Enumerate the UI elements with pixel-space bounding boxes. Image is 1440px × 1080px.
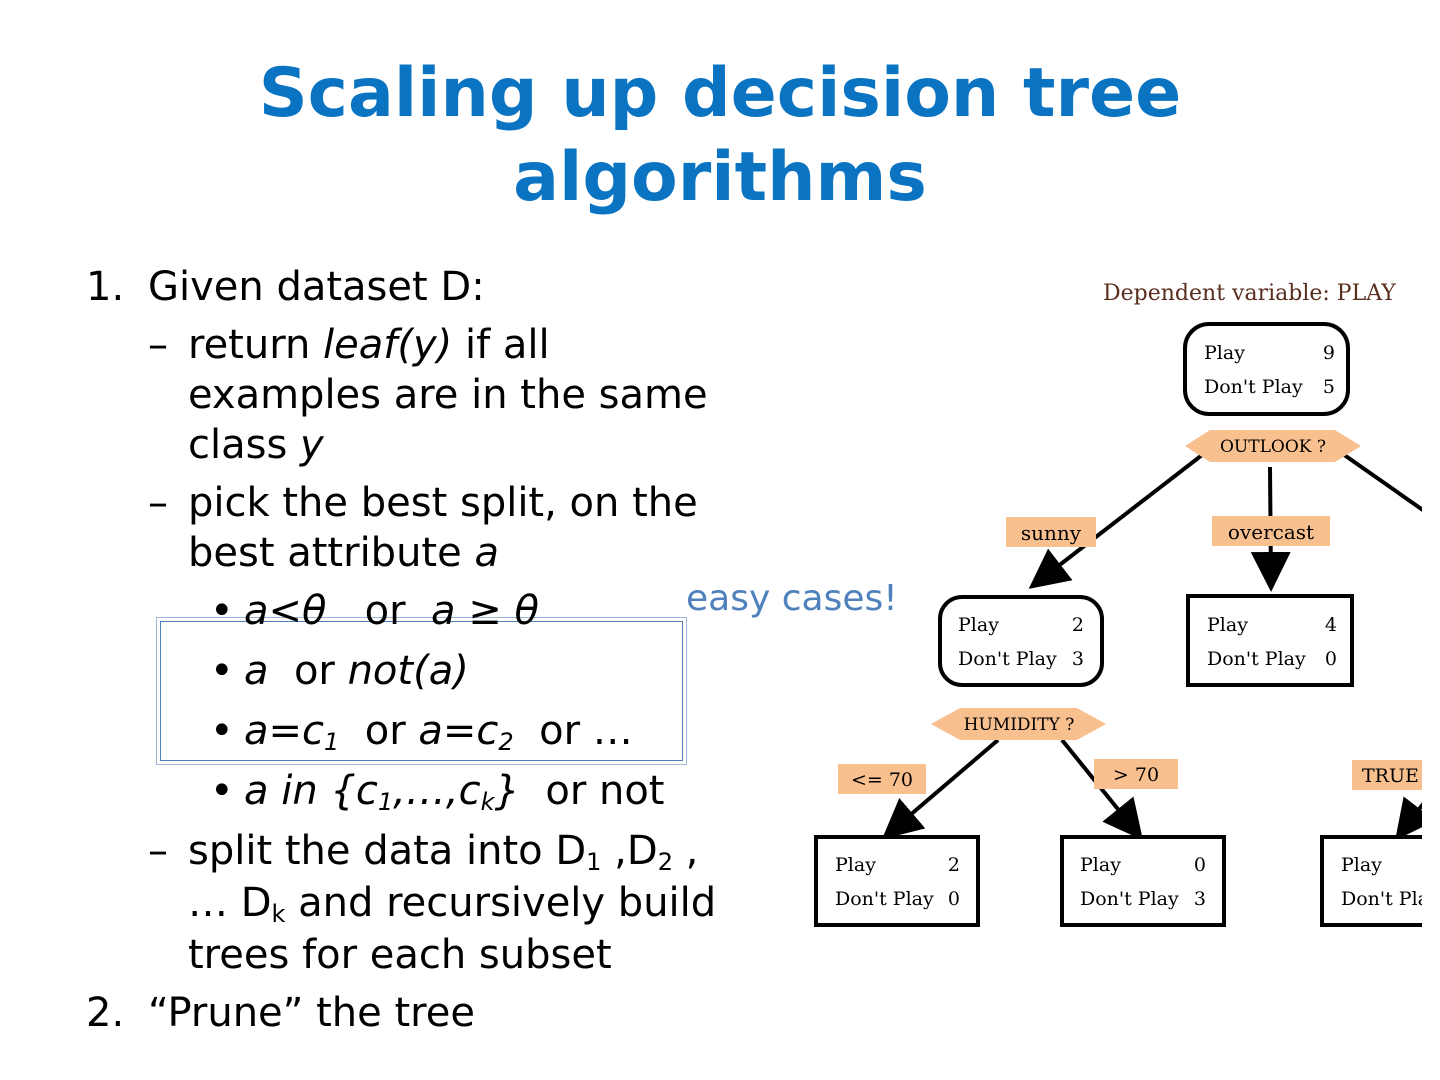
svg-text:<= 70: <= 70 [851,769,913,791]
edge-label-le70: <= 70 [838,764,926,794]
node-sunny: Play 2 Don't Play 3 [938,595,1104,687]
node-root: Play 9 Don't Play 5 [1183,322,1350,416]
split-option-boolean: a or not(a) [244,648,469,694]
svg-text:9: 9 [1323,342,1335,364]
node-overcast: Play 4 Don't Play 0 [1186,594,1354,687]
svg-text:3: 3 [1072,648,1084,670]
svg-text:Don't Play: Don't Play [835,888,934,910]
edge-windy-true [1395,796,1422,841]
sub-item-1-line-3: class y [188,422,324,468]
edge-label-sunny: sunny [1006,517,1096,547]
tree-heading: Dependent variable: PLAY [1103,281,1396,306]
svg-text:2: 2 [1072,614,1084,636]
edge-label-gt70: > 70 [1094,759,1178,789]
leaf-le70: Play 2 Don't Play 0 [814,835,980,927]
edge-outlook-rainy [1328,443,1422,512]
svg-text:0: 0 [1325,648,1337,670]
leaf-true: Play Don't Play [1320,835,1422,927]
slide-title-line-1: Scaling up decision tree [258,54,1182,133]
dash-marker-2: – [148,480,168,526]
leaf-gt70: Play 0 Don't Play 3 [1060,835,1226,927]
svg-text:Don't Play: Don't Play [958,648,1057,670]
svg-text:> 70: > 70 [1113,764,1159,786]
list-item-1-text: Given dataset D: [148,264,485,310]
list-number-2: 2. [86,990,125,1036]
sub-item-3-line-1: split the data into D1 ,D2 , [188,828,699,876]
sub-item-2-line-1: pick the best split, on the [188,480,698,526]
split-option-set: a in {c1,…,ck} or not [244,768,665,816]
decision-outlook: OUTLOOK ? [1185,430,1361,462]
sub-item-3-line-2: … Dk and recursively build [188,880,717,928]
slide-title-line-2: algorithms [513,138,927,217]
svg-text:5: 5 [1323,376,1335,398]
sub-item-2-line-2: best attribute a [188,530,499,576]
sub-item-1-line-2: examples are in the same [188,372,708,418]
decision-humidity: HUMIDITY ? [931,708,1106,740]
list-item-2-text: “Prune” the tree [148,990,475,1036]
svg-text:Don't Play: Don't Play [1341,888,1422,910]
svg-text:4: 4 [1325,614,1337,636]
svg-text:0: 0 [948,888,960,910]
svg-text:Play: Play [1341,854,1382,876]
svg-text:overcast: overcast [1228,520,1314,544]
svg-text:3: 3 [1194,888,1206,910]
svg-text:HUMIDITY ?: HUMIDITY ? [964,715,1075,735]
dash-marker-1: – [148,322,168,368]
sub-item-1-line-1: return leaf(y) if all [188,322,550,368]
easy-cases-callout: easy cases! [686,578,898,619]
bullet-4: • [210,768,234,814]
split-option-threshold: a<θ or a ≥ θ [244,588,539,634]
split-option-equality: a=c1 or a=c2 or … [244,708,633,756]
svg-text:TRUE: TRUE [1362,765,1419,787]
bullet-1: • [210,588,234,634]
slide-title: Scaling up decision tree algorithms [0,52,1440,220]
edge-label-overcast: overcast [1212,516,1330,546]
bullet-2: • [210,648,234,694]
svg-text:Play: Play [958,614,999,636]
svg-text:2: 2 [948,854,960,876]
easy-cases-highlight-box [160,621,683,761]
svg-text:OUTLOOK ?: OUTLOOK ? [1220,437,1326,457]
edge-label-true: TRUE [1352,760,1422,790]
svg-text:Play: Play [1080,854,1121,876]
svg-text:Don't Play: Don't Play [1080,888,1179,910]
svg-text:Don't Play: Don't Play [1204,376,1303,398]
decision-tree-figure: Dependent variable: PLAY Play 9 Don't Pl… [800,262,1422,942]
svg-text:Play: Play [1204,342,1245,364]
edge-humidity-le70 [881,738,1000,840]
bullet-3: • [210,708,234,754]
decision-tree-svg: Dependent variable: PLAY Play 9 Don't Pl… [814,281,1422,927]
svg-text:0: 0 [1194,854,1206,876]
svg-text:Don't Play: Don't Play [1207,648,1306,670]
svg-text:Play: Play [835,854,876,876]
list-number-1: 1. [86,264,125,310]
svg-text:sunny: sunny [1021,521,1082,545]
edge-outlook-sunny [1028,443,1217,589]
dash-marker-3: – [148,828,168,874]
svg-text:Play: Play [1207,614,1248,636]
sub-item-3-line-3: trees for each subset [188,932,612,978]
